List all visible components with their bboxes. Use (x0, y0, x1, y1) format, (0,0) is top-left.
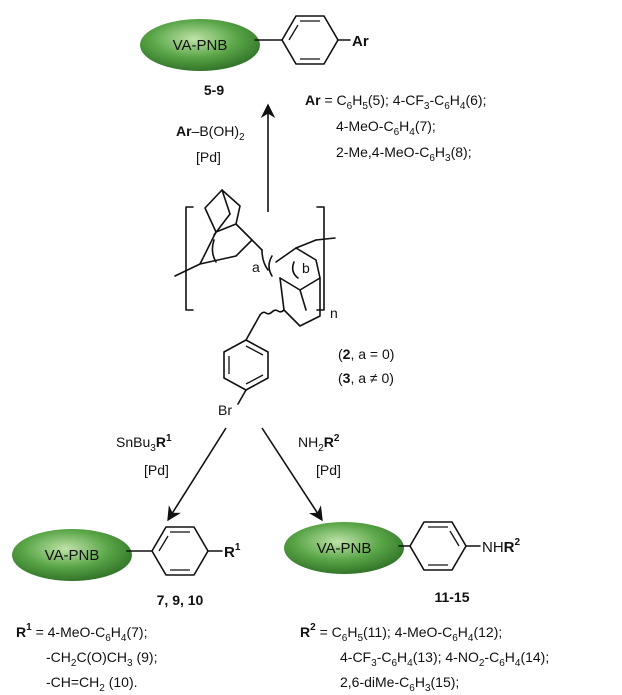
compound-2-id: (2, a = 0) (338, 346, 394, 362)
blob-label-right: VA-PNB (317, 540, 372, 557)
ar-list-line1: Ar = C6H5(5); 4-CF3-C6H4(6); (305, 92, 486, 112)
r2-list-line1: R2 = C6H5(11); 4-MeO-C6H4(12); (300, 622, 502, 644)
r2-list-line2: 4-CF3-C6H4(13); 4-NO2-C6H4(14); (340, 649, 549, 669)
arrow-down-left (167, 427, 227, 522)
r1-list-line1: R1 = 4-MeO-C6H4(7); (16, 622, 147, 644)
benzene-ring-top (281, 15, 339, 65)
right-reagent: NH2R2 (298, 433, 340, 454)
polymer-support-blob-left (12, 529, 132, 581)
blob-label-top: VA-PNB (173, 37, 228, 54)
wavy-bond (259, 309, 285, 316)
polynorbornene-repeat-unit: a b n Br (2, a = 0) (3, a ≠ 0) (174, 189, 394, 418)
benzene-ring-left (151, 526, 209, 576)
right-catalyst: [Pd] (316, 462, 341, 478)
left-reagent: SnBu3R1 (116, 433, 172, 454)
right-compound-range: 11-15 (434, 589, 469, 605)
left-route: SnBu3R1 [Pd] VA-PNB R1 7, 9, 10 R1 = 4-M… (12, 427, 241, 694)
top-reaction-arrow: Ar–B(OH)2 [Pd] (176, 103, 276, 212)
bromophenyl-ring (223, 339, 269, 391)
right-route: NH2R2 [Pd] VA-PNB NHR2 11-15 R2 = C6H5(1… (261, 427, 549, 694)
right-nhr2-label: NHR2 (482, 537, 521, 556)
top-product: VA-PNB Ar 5-9 Ar = C6H5(5); 4-CF3-C6H4(6… (140, 15, 486, 164)
ar-list-line2: 4-MeO-C6H4(7); (336, 118, 436, 138)
blob-label-left: VA-PNB (45, 547, 100, 564)
label-n: n (330, 305, 338, 321)
top-ar-label: Ar (352, 33, 369, 50)
bromo-label: Br (218, 402, 232, 418)
polymer-support-blob-top (140, 19, 260, 71)
r1-list-line2: -CH2C(O)CH3 (9); (46, 649, 157, 669)
label-b: b (302, 260, 310, 276)
left-bracket (185, 206, 194, 311)
r2-list-line3: 2,6-diMe-C6H3(15); (340, 674, 459, 694)
arrow-down-right (261, 427, 323, 522)
ar-list-line3: 2-Me,4-MeO-C6H3(8); (336, 144, 472, 164)
left-compound-ids: 7, 9, 10 (157, 592, 204, 608)
left-r1-label: R1 (224, 542, 241, 561)
top-reagent: Ar–B(OH)2 (176, 123, 245, 143)
polymer-support-blob-right (284, 522, 404, 574)
label-a: a (252, 259, 260, 275)
benzene-ring-right (409, 521, 467, 571)
left-catalyst: [Pd] (144, 462, 169, 478)
top-catalyst: [Pd] (196, 149, 221, 165)
top-compound-range: 5-9 (204, 82, 224, 98)
r1-list-line3: -CH=CH2 (10). (46, 674, 138, 694)
compound-3-id: (3, a ≠ 0) (338, 370, 394, 386)
